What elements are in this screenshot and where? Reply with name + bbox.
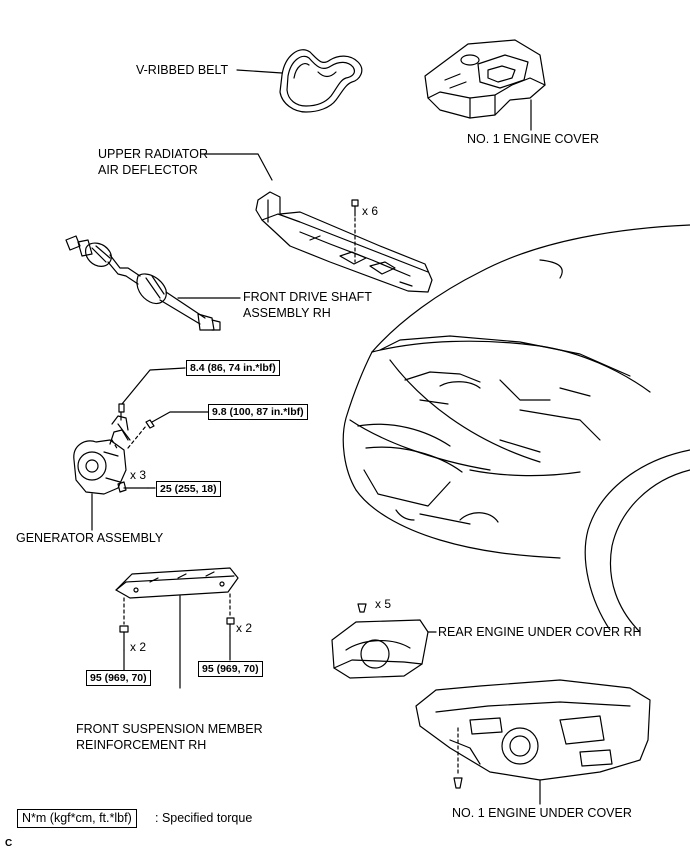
- generator-drawing: [73, 415, 131, 495]
- vehicle-drawing: [342, 224, 690, 633]
- torque-spec-3: 25 (255, 18): [156, 481, 221, 497]
- legend-torque-text: : Specified torque: [155, 811, 253, 825]
- reinforcement-drawing: [115, 567, 239, 599]
- torque2-leader: [151, 411, 209, 423]
- legend-torque-box: N*m (kgf*cm, ft.*lbf): [17, 809, 137, 828]
- v-ribbed-belt-label: V-RIBBED BELT: [136, 63, 229, 77]
- generator-label: GENERATOR ASSEMBLY: [16, 531, 164, 545]
- torque-spec-1: 8.4 (86, 74 in.*lbf): [186, 360, 280, 376]
- air-deflector-drawing: [255, 191, 433, 293]
- reinforcement-label-line2: REINFORCEMENT RH: [76, 738, 207, 752]
- drive-shaft-label-line2: ASSEMBLY RH: [243, 306, 331, 320]
- torque1-leader: [121, 367, 186, 405]
- rear-under-cover-drawing: [331, 619, 429, 679]
- engine-under-cover-drawing: [415, 679, 651, 781]
- v-ribbed-belt-drawing: [279, 49, 363, 113]
- rear-cover-clip-drawing: [357, 603, 367, 613]
- air-deflector-leader: [201, 153, 273, 181]
- deflector-clip-drawing: [351, 199, 359, 217]
- torque-spec-4: 95 (969, 70): [86, 670, 151, 686]
- engine-cover-drawing: [424, 39, 546, 119]
- rear-under-cover-label: REAR ENGINE UNDER COVER RH: [438, 625, 642, 639]
- torque-spec-2: 9.8 (100, 87 in.*lbf): [208, 404, 308, 420]
- reinforcement-bolt-qty-right: x 2: [236, 621, 253, 635]
- reinforcement-bolts-drawing: [119, 617, 235, 651]
- under-cover-clip-drawing: [453, 777, 463, 789]
- v-ribbed-belt-leader: [236, 69, 283, 74]
- figure-code: C: [5, 838, 13, 849]
- engine-cover-label: NO. 1 ENGINE COVER: [467, 132, 599, 146]
- deflector-clip-qty: x 6: [362, 204, 379, 218]
- torque-spec-5: 95 (969, 70): [198, 661, 263, 677]
- reinforcement-bolt-qty-left: x 2: [130, 640, 147, 654]
- air-deflector-label-line1: UPPER RADIATOR: [98, 147, 208, 161]
- reinforcement-label-line1: FRONT SUSPENSION MEMBER: [76, 722, 263, 736]
- air-deflector-label-line2: AIR DEFLECTOR: [98, 163, 198, 177]
- rear-cover-clip-qty: x 5: [375, 597, 392, 611]
- drive-shaft-drawing: [65, 235, 221, 331]
- generator-bolt-qty: x 3: [130, 468, 147, 482]
- engine-under-cover-label: NO. 1 ENGINE UNDER COVER: [452, 806, 632, 820]
- drive-shaft-label-line1: FRONT DRIVE SHAFT: [243, 290, 372, 304]
